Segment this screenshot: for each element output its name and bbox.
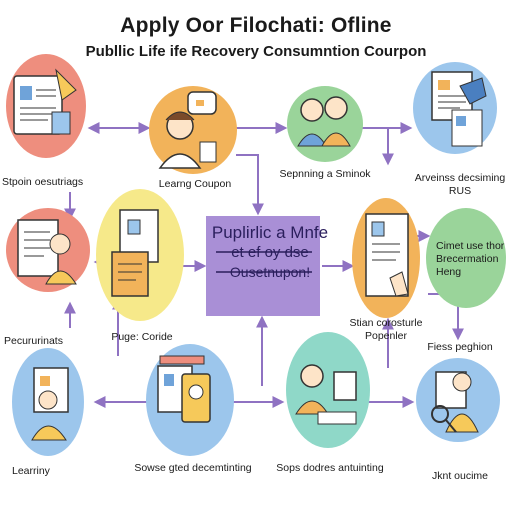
node-2: [149, 86, 237, 174]
person-key-icon: [431, 371, 479, 433]
clipboard-person-icon: [17, 219, 77, 285]
node-8: [426, 208, 506, 308]
node-3: [287, 86, 363, 162]
center-text: Puplirlic a Mnfe et ef oy dse Ousetnupon…: [209, 223, 331, 281]
form-pointer-icon: [365, 213, 409, 297]
arrow-2-center: [236, 154, 264, 216]
diagram-title: Apply Oor Filochati: Ofline: [120, 14, 392, 37]
two-people-icon: [297, 96, 351, 147]
node-8-label: Cimet use thor Brecermation Heng: [436, 240, 505, 278]
node-12: [286, 332, 370, 448]
node-10-label: Learriny: [12, 465, 50, 477]
node-1-label: Stpoin oesutriags: [2, 176, 84, 188]
person-document-icon: [31, 367, 69, 441]
document-stack-icon: [111, 209, 159, 297]
node-10: [12, 348, 84, 456]
node-13: [416, 358, 500, 442]
center-line-1: Puplirlic a Mnfe: [211, 223, 329, 242]
node-4-label: Arveinss decsiming RUS: [414, 172, 506, 197]
node-5-label: Pecururinats: [4, 335, 63, 347]
checklist-icon: [13, 68, 77, 135]
node-7-label: Stian corosturle Popenler: [349, 317, 423, 342]
node-11-label: Sowse gted decemtinting: [134, 462, 252, 474]
node-9-label: Fiess peghion: [427, 341, 493, 353]
node-3-label: Sepnning a Sminok: [279, 168, 371, 180]
node-13-label: Jknt oucime: [431, 470, 489, 482]
node-6: [96, 189, 184, 321]
center-node: [206, 216, 320, 316]
node-4: [413, 62, 497, 154]
node-7: [352, 198, 420, 318]
node-5: [6, 208, 90, 292]
phone-docs-icon: [157, 355, 211, 423]
node-1: [6, 54, 86, 158]
documents-icon: [431, 71, 487, 147]
node-2-label: Learng Coupon: [158, 178, 232, 190]
node-12-label: Sops dodres antuinting: [276, 462, 384, 474]
diagram-subtitle: Publlic Life ife Recovery Consumntion Co…: [85, 43, 427, 60]
node-11: [146, 344, 234, 456]
center-line-3: Ousetnupon!: [229, 264, 311, 280]
person-screen-icon: [295, 364, 357, 425]
person-with-speech-icon: [158, 91, 217, 169]
node-6-label: Puge: Coride: [111, 331, 173, 343]
center-line-2: et ef oy dse: [231, 244, 309, 261]
